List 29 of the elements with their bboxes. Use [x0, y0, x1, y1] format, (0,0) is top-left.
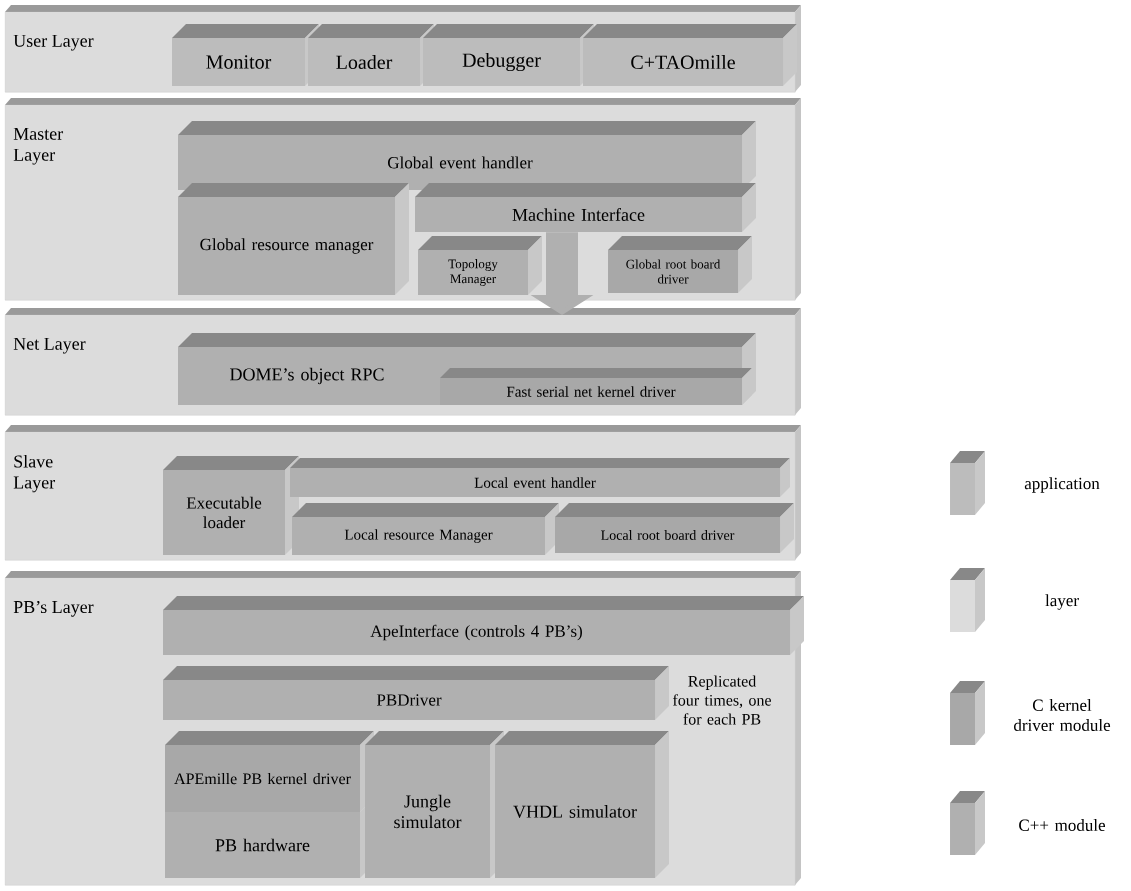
- module-box: Jungle simulator: [365, 731, 504, 878]
- node-label: Jungle simulator: [394, 794, 462, 829]
- module-box: Local event handler: [290, 458, 790, 497]
- node-label: Debugger: [462, 52, 541, 72]
- module-box: Global root board driver: [608, 236, 752, 293]
- note-text: Replicated four times, one for each PB: [672, 675, 771, 725]
- module-box: PBDriver: [163, 666, 669, 720]
- module-box: VHDL simulator: [495, 731, 669, 878]
- node-label: Loader: [336, 54, 393, 70]
- node-label: Monitor: [206, 55, 272, 69]
- legend-label: application: [1024, 477, 1100, 493]
- module-box: Machine Interface: [415, 183, 756, 232]
- module-box: Executable loader: [163, 456, 299, 555]
- module-box: Topology Manager: [418, 236, 542, 295]
- module-box: Fast serial net kernel driver: [440, 368, 752, 405]
- module-box: Local root board driver: [555, 503, 794, 553]
- legend-label: layer: [1045, 594, 1079, 610]
- module-box: Global resource manager: [178, 183, 409, 295]
- module-box: PB hardware: [165, 798, 374, 878]
- module-box: APEmille PB kernel driver: [165, 731, 374, 812]
- module-box: C+TAOmille: [583, 24, 797, 86]
- legend-label: C kernel driver module: [1014, 699, 1111, 731]
- module-box: Local resource Manager: [292, 503, 559, 555]
- module-box: Monitor: [172, 24, 319, 86]
- module-box: Loader: [308, 24, 434, 86]
- legend-label: C++ module: [1019, 819, 1105, 831]
- node-label: Executable loader: [186, 496, 262, 529]
- module-box: ApeInterface (controls 4 PB’s): [163, 596, 804, 655]
- module-box: Debugger: [423, 24, 594, 86]
